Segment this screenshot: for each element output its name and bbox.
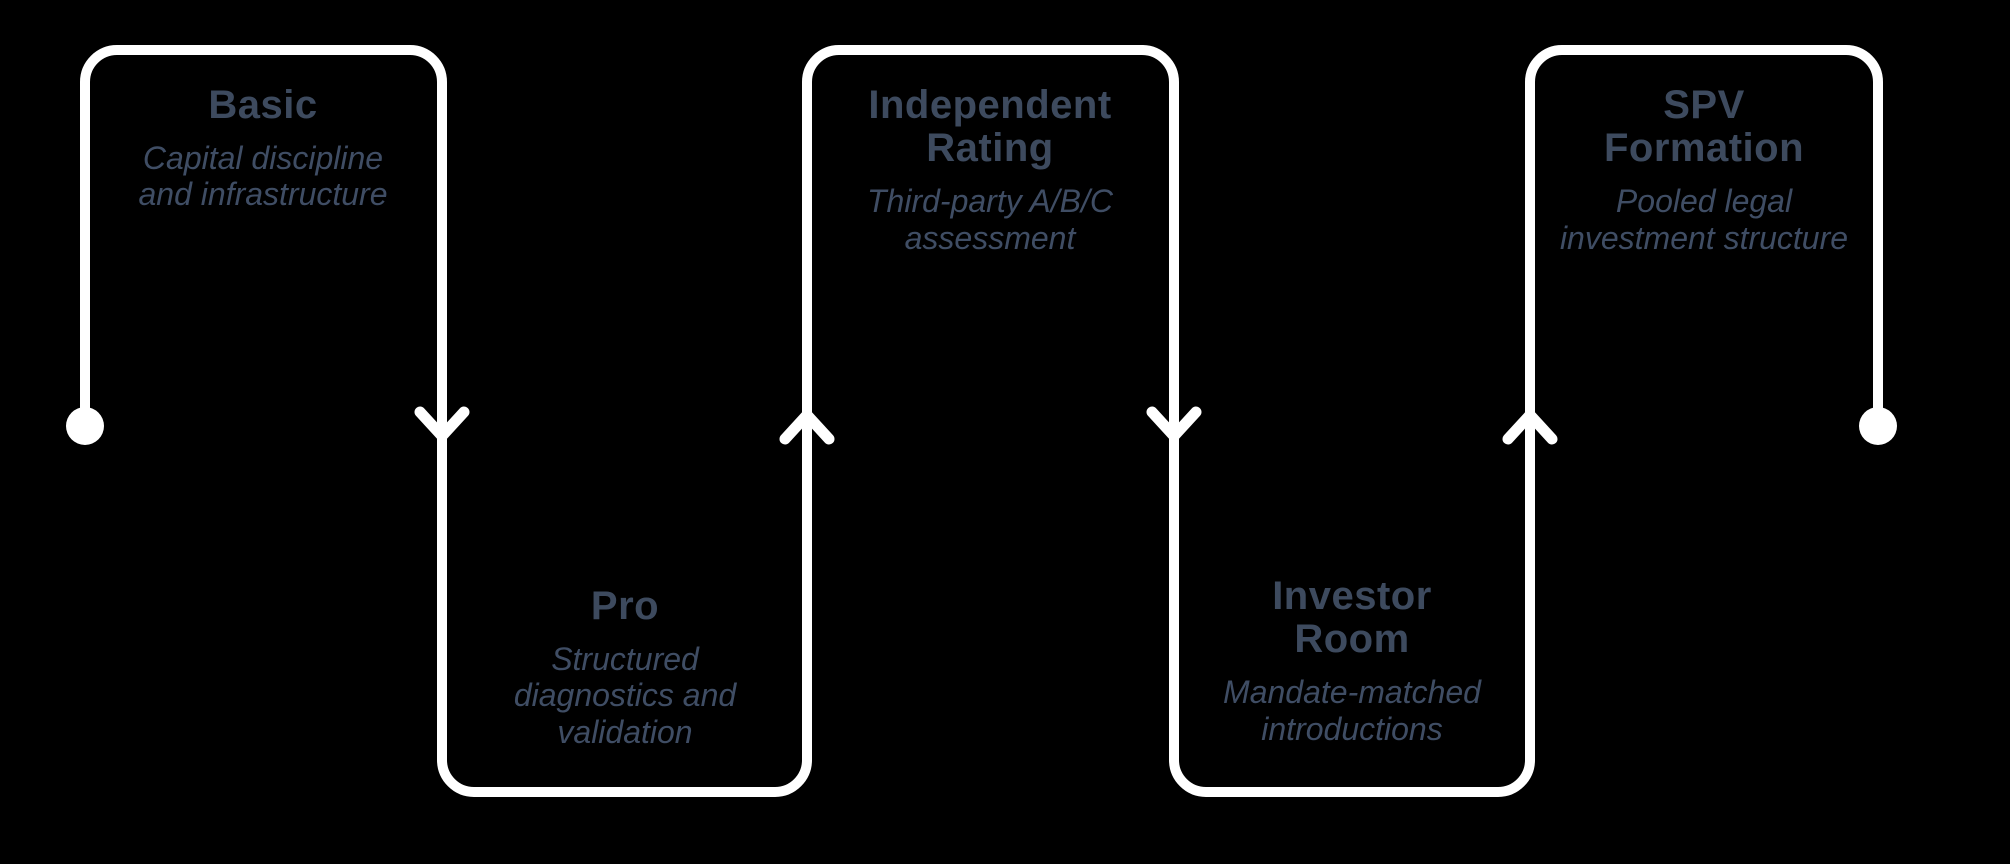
arrow-down-icon xyxy=(414,406,470,442)
stage-title: Basic xyxy=(208,83,318,127)
arrow-down-icon xyxy=(1146,406,1202,442)
start-dot-icon xyxy=(66,407,104,445)
stage-subtitle: Capital discipline and infrastructure xyxy=(138,140,388,213)
arrow-up-icon xyxy=(1502,409,1558,445)
stage-title: SPV Formation xyxy=(1603,83,1805,171)
stage-spv-formation: SPV Formation Pooled legal investment st… xyxy=(1534,83,1874,256)
stage-basic: Basic Capital discipline and infrastruct… xyxy=(93,83,433,213)
stage-subtitle: Mandate-matched introductions xyxy=(1223,674,1481,747)
stage-independent-rating: Independent Rating Third-party A/B/C ass… xyxy=(820,83,1160,256)
stage-title: Pro xyxy=(590,584,660,628)
stage-subtitle: Pooled legal investment structure xyxy=(1559,183,1849,256)
end-dot-icon xyxy=(1859,407,1897,445)
serpentine-path xyxy=(80,45,1883,797)
stage-pro: Pro Structured diagnostics and validatio… xyxy=(455,584,795,750)
stage-subtitle: Structured diagnostics and validation xyxy=(513,641,737,750)
stage-subtitle: Third-party A/B/C assessment xyxy=(867,183,1113,256)
stage-title: Independent Rating xyxy=(868,83,1112,171)
arrow-up-icon xyxy=(779,409,835,445)
stage-investor-room: Investor Room Mandate-matched introducti… xyxy=(1182,574,1522,747)
stage-title: Investor Room xyxy=(1272,574,1432,662)
